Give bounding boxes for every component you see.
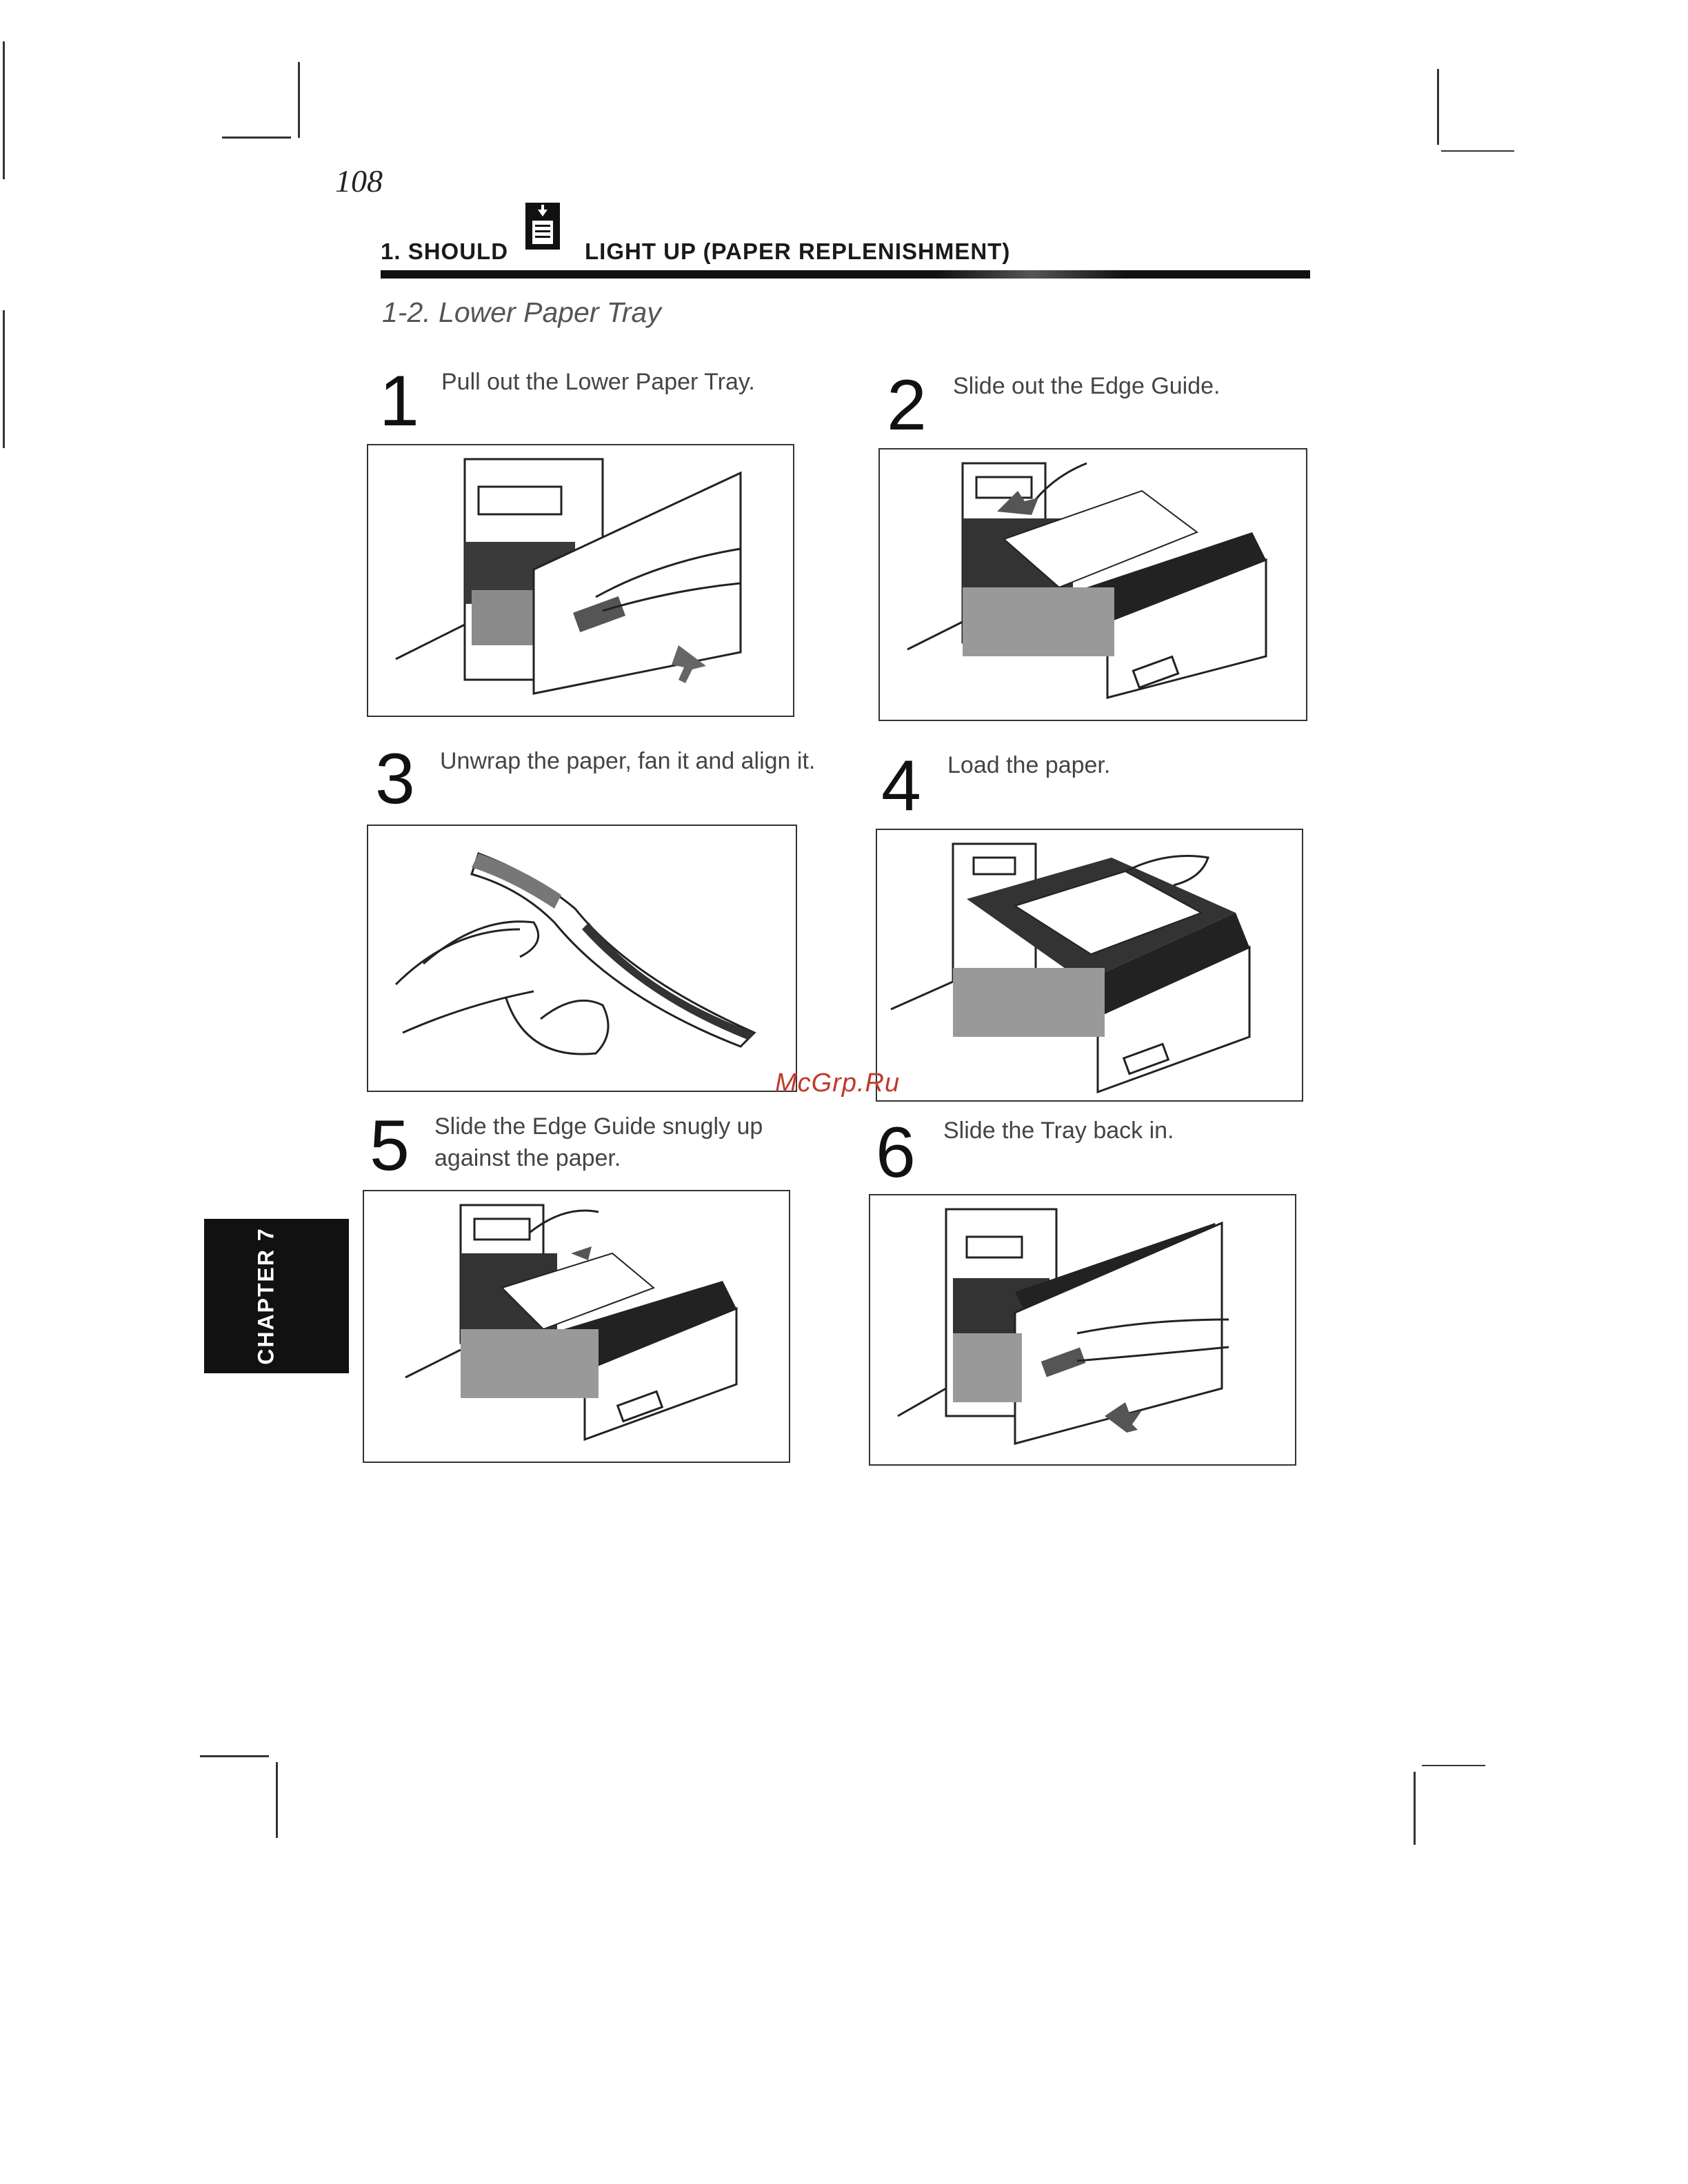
- step-3-illustration: [367, 825, 797, 1092]
- step-6-illustration: [869, 1194, 1296, 1466]
- step-4-illustration: [876, 829, 1303, 1102]
- step-1-illustration: [367, 444, 794, 717]
- crop-mark: [276, 1762, 278, 1838]
- step-2-illustration: [878, 448, 1307, 721]
- header-prefix: 1. SHOULD: [381, 239, 508, 265]
- chapter-header: 1. SHOULD LIGHT UP (PAPER REPLENISHMENT): [381, 201, 1310, 279]
- crop-mark: [1441, 150, 1514, 152]
- crop-mark: [1422, 1765, 1485, 1766]
- page-number: 108: [335, 163, 383, 199]
- crop-mark: [1437, 69, 1439, 145]
- crop-mark: [3, 310, 5, 448]
- watermark: McGrp.Ru: [775, 1069, 900, 1098]
- header-rule: [381, 270, 1310, 279]
- step-3-number: 3: [375, 743, 415, 815]
- section-title: 1-2. Lower Paper Tray: [382, 296, 661, 329]
- crop-mark: [3, 41, 5, 179]
- step-5-number: 5: [370, 1110, 410, 1182]
- step-1-text: Pull out the Lower Paper Tray.: [441, 367, 827, 398]
- header-suffix: LIGHT UP (PAPER REPLENISHMENT): [585, 239, 1010, 265]
- crop-mark: [1414, 1772, 1416, 1845]
- crop-mark: [298, 62, 300, 138]
- step-1-number: 1: [379, 365, 419, 437]
- crop-mark: [222, 136, 291, 139]
- step-6-text: Slide the Tray back in.: [943, 1115, 1329, 1147]
- crop-mark: [200, 1755, 269, 1757]
- paper-tray-icon: [524, 201, 561, 251]
- step-5-text: Slide the Edge Guide snugly up against t…: [434, 1111, 821, 1175]
- chapter-tab-label: CHAPTER 7: [254, 1227, 279, 1364]
- step-3-text: Unwrap the paper, fan it and align it.: [440, 746, 826, 778]
- step-6-number: 6: [876, 1117, 916, 1189]
- step-2-text: Slide out the Edge Guide.: [953, 371, 1339, 403]
- step-5-illustration: [363, 1190, 790, 1463]
- step-4-number: 4: [881, 750, 921, 822]
- step-2-number: 2: [887, 370, 927, 441]
- step-4-text: Load the paper.: [947, 750, 1334, 782]
